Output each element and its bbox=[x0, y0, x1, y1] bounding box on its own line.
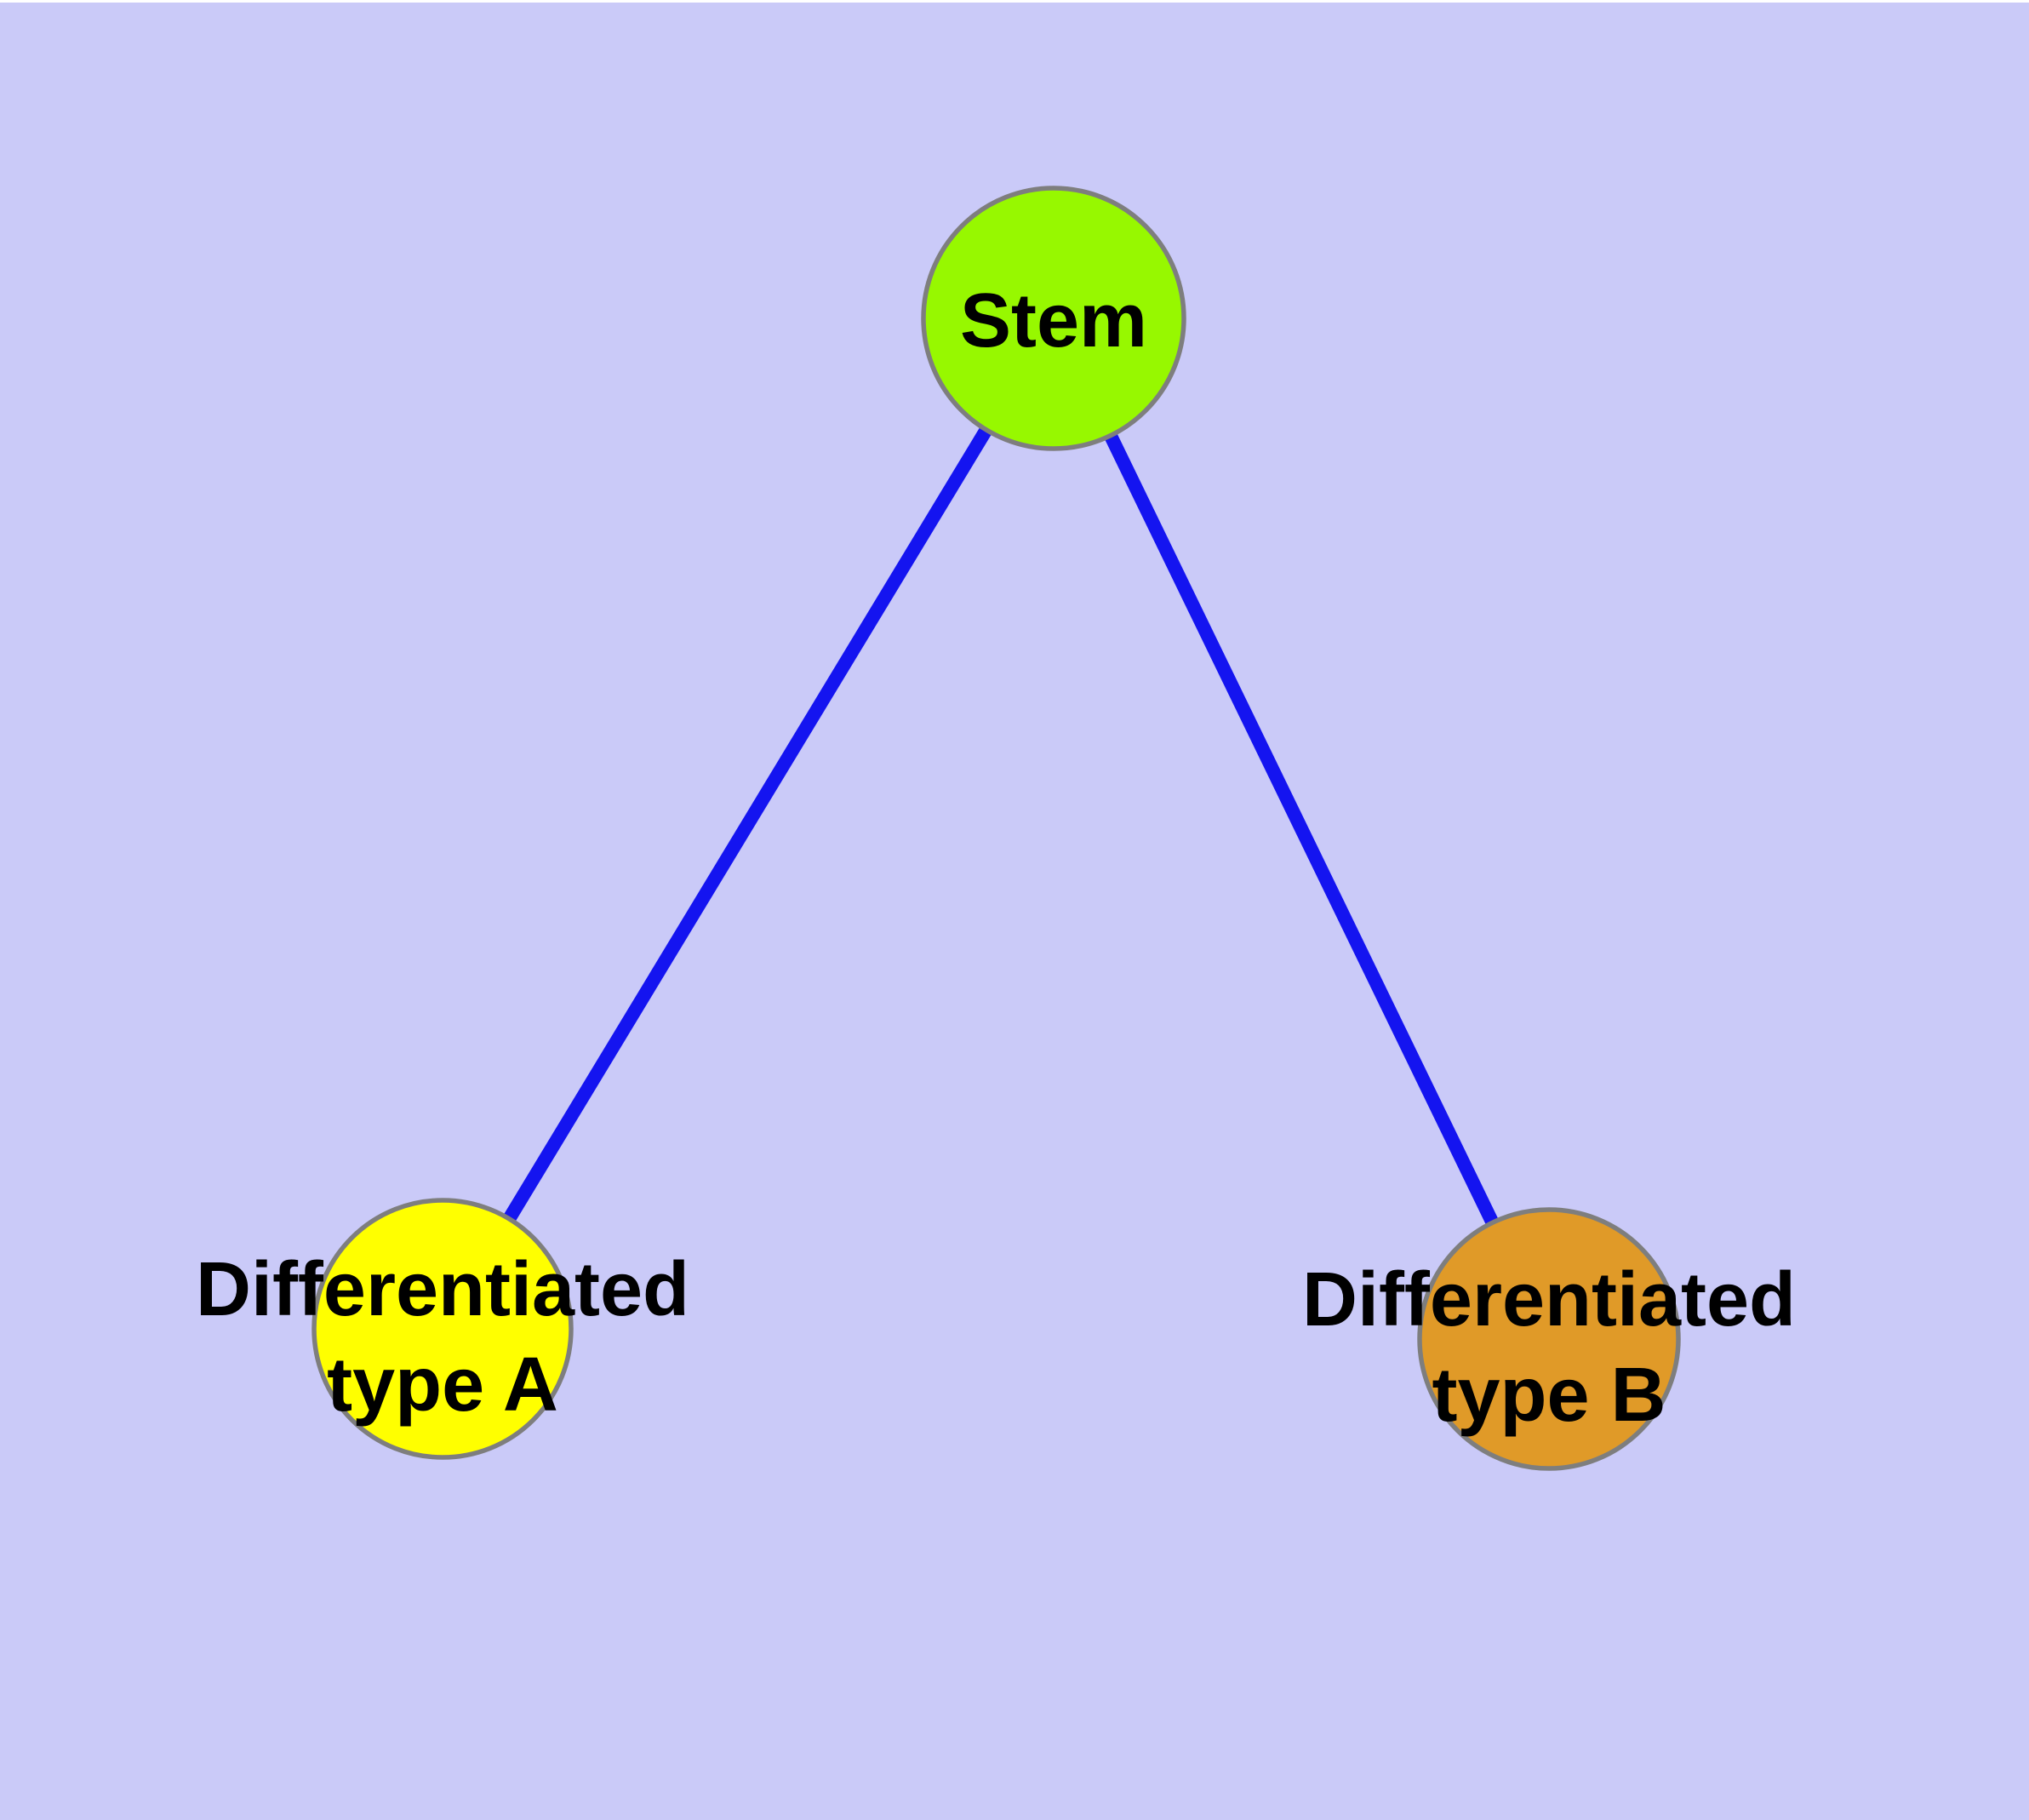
node-type-a-label-line2: type A bbox=[327, 1342, 558, 1428]
node-type-b-label-line2: type B bbox=[1432, 1353, 1666, 1438]
node-type-a-label-line1: Differentiated bbox=[196, 1247, 689, 1332]
edge-stem-to-type-b bbox=[1047, 315, 1556, 1342]
node-stem-label: Stem bbox=[960, 278, 1147, 363]
node-stem-circle bbox=[921, 186, 1186, 451]
node-differentiated-type-a-circle bbox=[311, 1198, 574, 1460]
top-margin-strip bbox=[0, 0, 2029, 3]
edge-layer bbox=[437, 314, 1556, 1342]
node-differentiated-type-b-circle bbox=[1417, 1207, 1681, 1471]
node-type-b-label-line1: Differentiated bbox=[1302, 1257, 1796, 1342]
label-layer: Stem Differentiated type A Differentiate… bbox=[196, 278, 1796, 1438]
edge-stem-to-type-a bbox=[437, 314, 1060, 1333]
node-layer bbox=[311, 186, 1681, 1471]
